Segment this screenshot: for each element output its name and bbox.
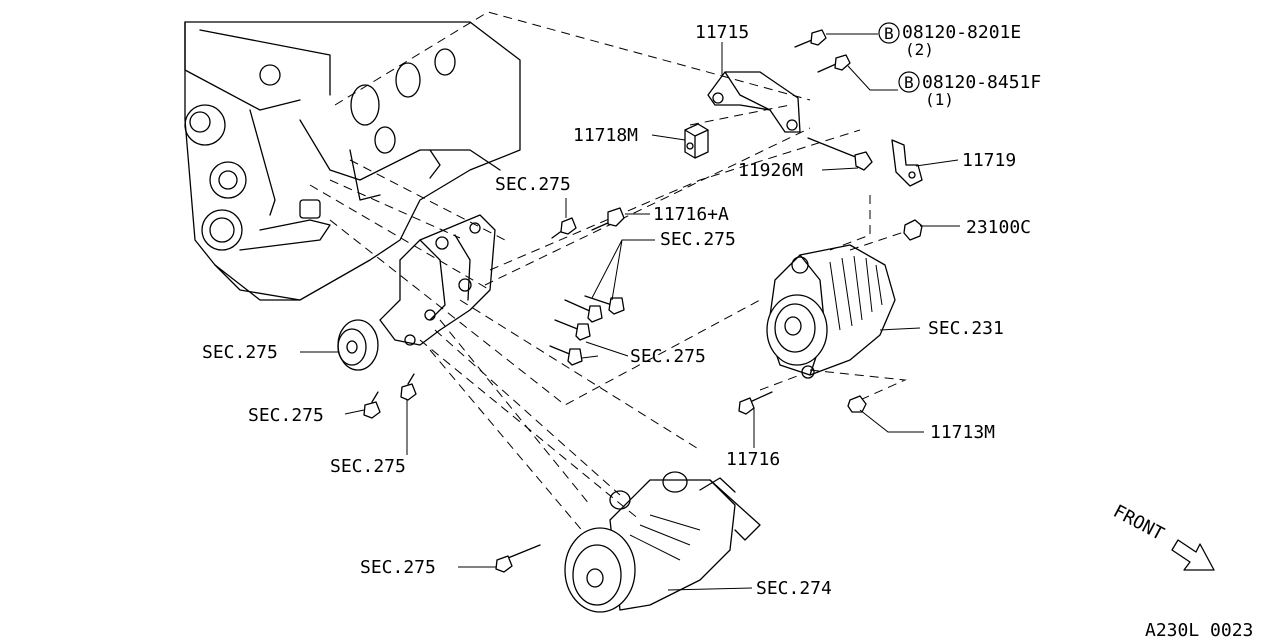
label-11718m: 11718M bbox=[573, 125, 638, 146]
engine-block bbox=[184, 21, 521, 301]
label-bolt-b-qty: (1) bbox=[925, 90, 954, 109]
mount-bracket bbox=[379, 214, 496, 346]
label-23100c: 23100C bbox=[966, 217, 1031, 238]
label-sec274: SEC.274 bbox=[756, 578, 832, 599]
label-11716: 11716 bbox=[726, 449, 780, 470]
bolt-marker-b: B bbox=[904, 73, 914, 92]
guide-lines bbox=[309, 11, 911, 541]
label-bolt-a-qty: (2) bbox=[905, 40, 934, 59]
bolt-marker-circle-b bbox=[898, 71, 920, 93]
label-11926m: 11926M bbox=[738, 160, 803, 181]
label-front: FRONT bbox=[1110, 501, 1168, 545]
label-sec231: SEC.231 bbox=[928, 318, 1004, 339]
idler-pulley bbox=[337, 319, 379, 371]
bracket-11715 bbox=[707, 71, 801, 133]
spacer-11718m bbox=[684, 123, 709, 159]
label-sec275-bottom: SEC.275 bbox=[330, 456, 406, 477]
label-sec275-top: SEC.275 bbox=[495, 174, 571, 195]
front-arrow bbox=[1171, 539, 1215, 571]
label-11715: 11715 bbox=[695, 22, 749, 43]
label-sec275-bolt: SEC.275 bbox=[248, 405, 324, 426]
label-11719: 11719 bbox=[962, 150, 1016, 171]
leader-lines bbox=[300, 33, 960, 591]
diagram-code: A230L 0023 bbox=[1145, 620, 1253, 640]
bolt-marker-circle-a bbox=[878, 22, 900, 44]
label-bolt-b-part: 08120-8451F bbox=[922, 72, 1041, 93]
label-bolt-a-part: 08120-8201E bbox=[902, 22, 1021, 43]
bracket-11719 bbox=[891, 139, 923, 187]
bolt-marker-a: B bbox=[884, 24, 894, 43]
bolts bbox=[363, 29, 923, 573]
label-sec275-right1: SEC.275 bbox=[660, 229, 736, 250]
label-11716a: 11716+A bbox=[653, 204, 729, 225]
label-sec275-left: SEC.275 bbox=[202, 342, 278, 363]
label-sec275-right2: SEC.275 bbox=[630, 346, 706, 367]
label-sec275-comp: SEC.275 bbox=[360, 557, 436, 578]
ac-compressor bbox=[564, 471, 761, 613]
alternator bbox=[766, 244, 896, 379]
label-11713m: 11713M bbox=[930, 422, 995, 443]
